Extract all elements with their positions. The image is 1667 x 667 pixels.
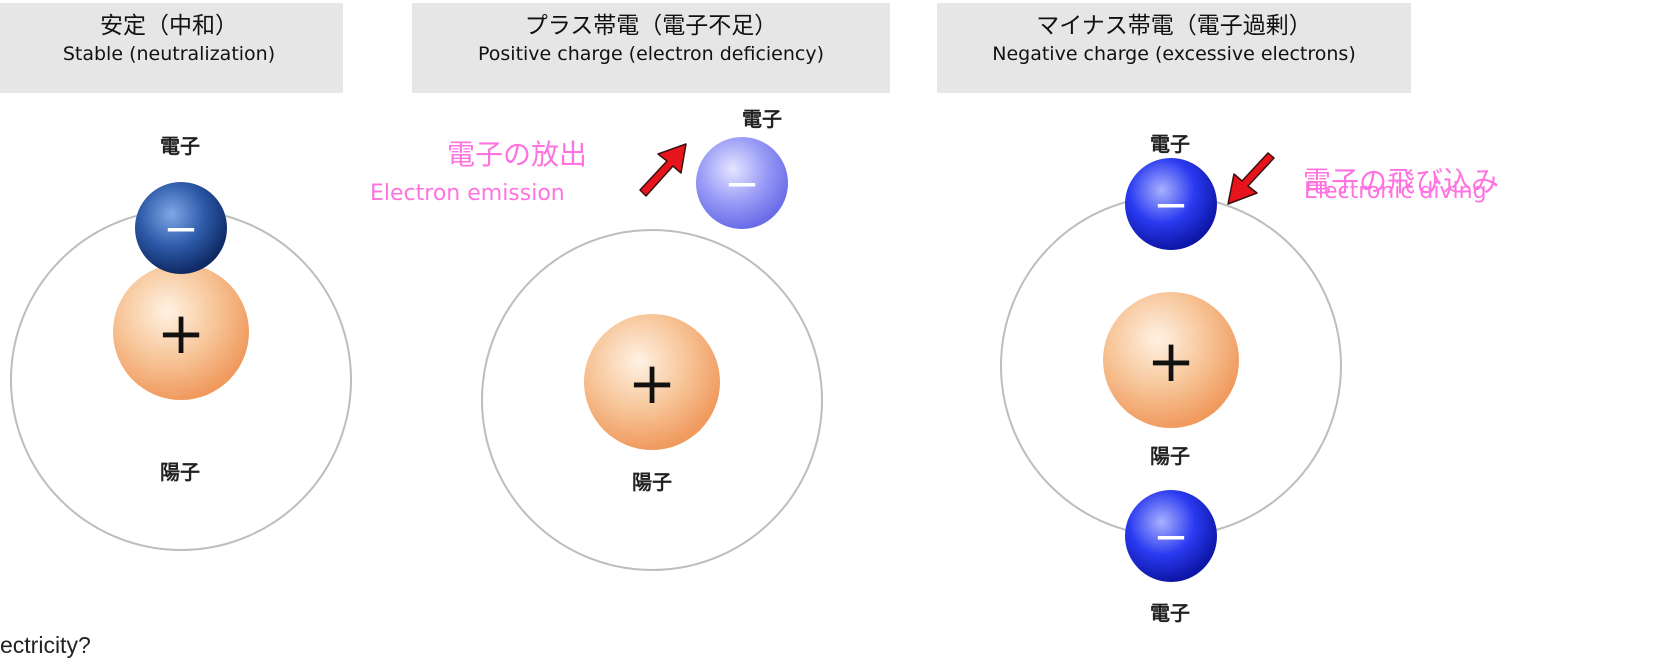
plus-symbol: + bbox=[1147, 327, 1196, 395]
proton bbox=[1103, 292, 1239, 428]
plus-symbol: + bbox=[157, 299, 206, 367]
panel-title-en: Positive charge (electron deficiency) bbox=[477, 43, 825, 65]
electron bbox=[135, 182, 227, 274]
emission-label-jp: 電子の放出 bbox=[447, 138, 588, 171]
plus-symbol: + bbox=[628, 349, 677, 417]
electron-label: 電子 bbox=[1150, 601, 1190, 625]
panel-title-jp: マイナス帯電（電子過剰） bbox=[1036, 13, 1312, 39]
proton bbox=[113, 264, 249, 400]
panel-header-positive: プラス帯電（電子不足） Positive charge (electron de… bbox=[412, 3, 890, 93]
panel-header-stable: 安定（中和） Stable (neutralization) bbox=[0, 3, 343, 93]
minus-symbol: − bbox=[724, 159, 759, 208]
page-text-fragment: ectricity? bbox=[0, 632, 91, 658]
diving-label-jp: 電子の飛び込み bbox=[1303, 165, 1500, 198]
emission-label-en: Electron emission bbox=[370, 181, 565, 206]
panel-title-en: Negative charge (excessive electrons) bbox=[992, 43, 1356, 65]
atom-negative: + − − bbox=[1000, 152, 1342, 582]
proton-label: 陽子 bbox=[160, 460, 200, 484]
diving-label-en: Electronic diving bbox=[1304, 179, 1487, 204]
arrow-diving-icon bbox=[1227, 152, 1275, 205]
proton-label: 陽子 bbox=[1150, 444, 1190, 468]
proton bbox=[584, 314, 720, 450]
panel-header-negative: マイナス帯電（電子過剰） Negative charge (excessive … bbox=[937, 3, 1411, 93]
arrow-emission-icon bbox=[639, 143, 687, 197]
minus-symbol: − bbox=[1153, 512, 1188, 561]
electron-emitted bbox=[696, 137, 788, 229]
panel-title-jp: 安定（中和） bbox=[100, 13, 238, 39]
electron-label: 電子 bbox=[742, 107, 782, 131]
electron-label: 電子 bbox=[160, 134, 200, 158]
electron-label: 電子 bbox=[1150, 132, 1190, 156]
panel-title-en: Stable (neutralization) bbox=[62, 43, 276, 65]
proton-label: 陽子 bbox=[632, 470, 672, 494]
atom-stable: + − bbox=[10, 182, 352, 551]
atom-positive: + − bbox=[481, 137, 823, 571]
panel-title-jp: プラス帯電（電子不足） bbox=[524, 13, 778, 39]
electron bbox=[1125, 158, 1217, 250]
minus-symbol: − bbox=[1153, 180, 1188, 229]
electron-extra bbox=[1125, 490, 1217, 582]
orbit-ring bbox=[481, 229, 823, 571]
minus-symbol: − bbox=[163, 204, 198, 253]
